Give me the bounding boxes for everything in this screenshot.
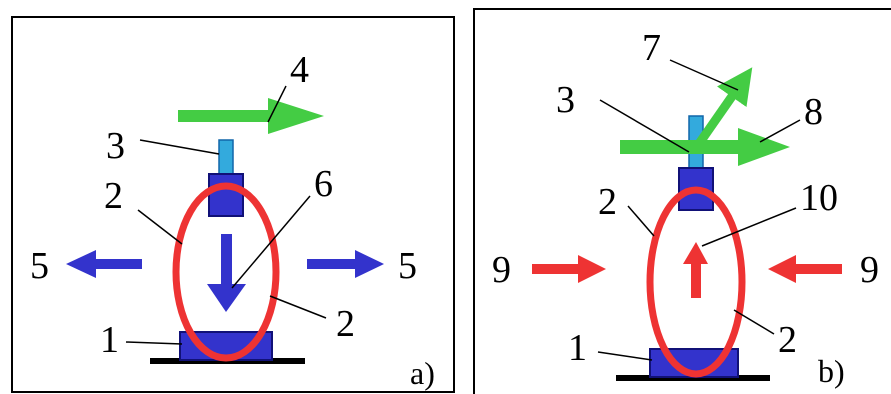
leader-line-10	[701, 207, 797, 247]
label-7: 7	[642, 27, 661, 69]
label-5-left: 5	[30, 245, 49, 287]
leader-line-4	[267, 85, 287, 123]
label-4: 4	[290, 49, 309, 91]
panel-a-tag: a)	[410, 355, 435, 391]
red-left-arrow-9	[768, 255, 842, 283]
leader-line-7	[669, 59, 739, 91]
green-arrow-4	[178, 98, 324, 134]
leader-line-3	[139, 139, 220, 155]
label-2-left: 2	[104, 175, 123, 217]
leader-line-1	[125, 341, 183, 345]
leader-line-6	[231, 195, 311, 289]
panel-b-frame	[473, 8, 891, 394]
label-3-b: 3	[556, 79, 575, 121]
panel-a-frame	[11, 16, 455, 393]
label-10: 10	[800, 177, 838, 219]
label-2-right: 2	[336, 303, 355, 345]
label-3: 3	[106, 125, 125, 167]
red-up-arrow-10	[683, 242, 708, 298]
label-8: 8	[804, 91, 823, 133]
blue-down-arrow-6	[207, 234, 246, 312]
blue-left-arrow-5	[66, 250, 142, 278]
leader-line-1-b	[597, 351, 653, 361]
green-arrow-7	[692, 67, 753, 151]
panel-b: 7 3 8 2 10 9 9 2 1 b)	[473, 8, 891, 394]
leader-line-3-b	[599, 99, 690, 153]
leader-line-8	[759, 119, 801, 143]
label-5-right: 5	[398, 245, 417, 287]
leader-line-2-left	[137, 209, 183, 245]
rod-3	[218, 139, 234, 177]
red-loop-2	[172, 182, 280, 362]
label-6: 6	[314, 163, 333, 205]
leader-line-2-left-b	[627, 205, 655, 237]
label-2-right-b: 2	[778, 319, 797, 361]
blue-right-arrow-5	[307, 250, 384, 278]
top-block	[208, 173, 244, 217]
leader-line-2-right-b	[733, 309, 775, 335]
label-9-right: 9	[860, 249, 879, 291]
panel-b-tag: b)	[818, 353, 845, 389]
panel-a: 4 3 2 6 5 5 2 1 a)	[11, 16, 455, 393]
label-2-left-b: 2	[598, 181, 617, 223]
leader-line-2-right	[269, 295, 327, 319]
label-1-b: 1	[568, 327, 587, 369]
label-9-left: 9	[492, 249, 511, 291]
label-1: 1	[100, 319, 119, 361]
red-right-arrow-9	[532, 255, 606, 283]
red-loop-2-b	[646, 186, 746, 378]
